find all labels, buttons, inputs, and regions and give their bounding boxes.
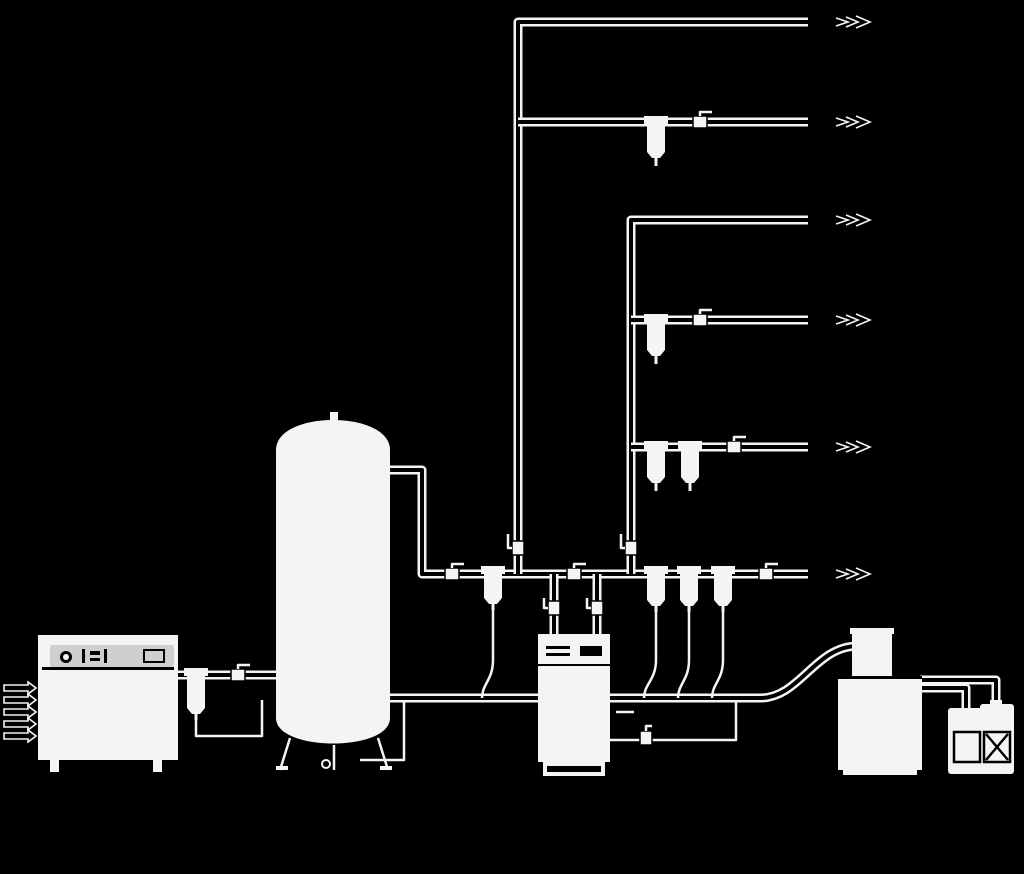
filter-icon — [644, 116, 668, 166]
valves — [230, 110, 778, 746]
condensate-collection-containers — [948, 700, 1014, 774]
air-compressor — [38, 635, 178, 772]
valve-icon — [692, 110, 712, 129]
outlet-arrow-icon — [835, 115, 873, 129]
valve-icon — [758, 562, 778, 581]
air-receiver-tank — [276, 412, 392, 771]
valve-icon — [506, 534, 525, 556]
filter-icon — [677, 566, 701, 612]
outlet-arrow-icon — [835, 313, 873, 327]
valve-icon — [692, 308, 712, 327]
inlet-arrow-icon — [3, 692, 38, 708]
outlet-arrow-icon — [835, 15, 873, 29]
outlet-arrow-icon — [835, 567, 873, 581]
valve-icon — [542, 598, 561, 616]
valve-icon — [230, 663, 250, 682]
filter-icon — [184, 668, 208, 720]
outlet-arrow-icon — [835, 213, 873, 227]
filter-icon — [644, 314, 668, 364]
inlet-arrow-icon — [3, 680, 38, 696]
valve-icon — [566, 562, 586, 581]
inlet-arrows — [3, 680, 38, 744]
inlet-arrow-icon — [3, 704, 38, 720]
outlet-arrow-icon — [835, 440, 873, 454]
refrigerated-air-dryer — [538, 634, 610, 776]
valve-icon — [585, 598, 604, 616]
outlet-arrows — [835, 15, 873, 581]
valve-icon — [639, 724, 653, 746]
valve-icon — [726, 435, 746, 454]
filter-icon — [678, 441, 702, 491]
valve-icon — [444, 562, 464, 581]
valve-icon — [619, 534, 638, 556]
filter-icon — [644, 441, 668, 491]
filter-icon — [481, 566, 505, 610]
oil-water-separator — [838, 628, 922, 775]
filters — [184, 116, 735, 720]
inlet-arrow-icon — [3, 728, 38, 744]
filter-icon — [644, 566, 668, 612]
filter-icon — [711, 566, 735, 612]
inlet-arrow-icon — [3, 716, 38, 732]
